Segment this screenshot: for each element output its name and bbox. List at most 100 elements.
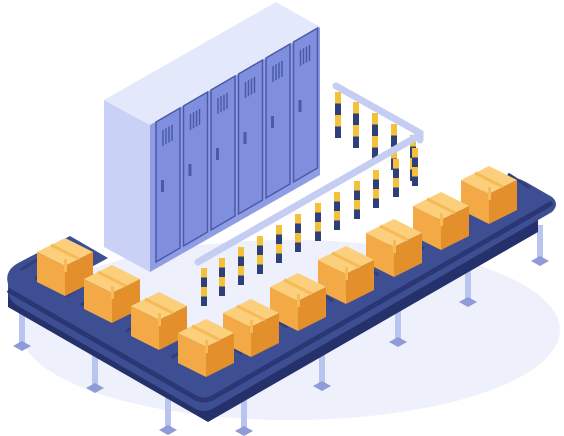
post-segment <box>219 277 225 287</box>
box-side-face <box>298 287 326 331</box>
box-front-face <box>178 333 206 377</box>
conveyor-leg <box>86 352 104 393</box>
cabinet-door <box>265 42 291 200</box>
post-segment <box>354 190 360 200</box>
post-segment <box>334 201 340 211</box>
post-segment <box>238 266 244 276</box>
leg-post <box>241 395 247 431</box>
post-segment <box>393 187 399 197</box>
conveyor-leg <box>159 394 177 435</box>
post-segment <box>372 124 378 136</box>
conveyor-legs <box>13 225 549 436</box>
post-segment <box>335 115 341 127</box>
leg-foot <box>389 337 407 347</box>
post-segment <box>201 287 207 297</box>
post-segment <box>257 245 263 255</box>
front-railing <box>194 131 424 266</box>
leg-post <box>465 266 471 302</box>
boxes <box>37 166 517 377</box>
leg-foot <box>86 383 104 393</box>
post-segment <box>353 136 359 148</box>
railing-post <box>334 192 340 230</box>
post-segment <box>354 181 360 191</box>
cabinet-door <box>210 74 236 232</box>
box-tape <box>50 243 80 261</box>
post-segment <box>391 124 397 136</box>
post-segment <box>393 159 399 169</box>
post-segment <box>353 125 359 137</box>
post-segment <box>276 225 282 235</box>
post-segment <box>393 168 399 178</box>
box-tape <box>236 304 266 322</box>
post-segment <box>315 212 321 222</box>
door-handle <box>243 132 247 144</box>
conveyor-leg <box>235 395 253 436</box>
cardboard-box <box>223 299 279 357</box>
post-segment <box>334 192 340 202</box>
post-segment <box>201 268 207 278</box>
cardboard-box <box>413 192 469 250</box>
post-segment <box>393 178 399 188</box>
leg-foot <box>159 425 177 435</box>
post-segment <box>201 296 207 306</box>
post-segment <box>353 113 359 125</box>
post-segment <box>372 113 378 125</box>
cabinet-side-face <box>104 100 150 272</box>
railing-post <box>393 159 399 197</box>
conveyor-leg <box>389 306 407 347</box>
leg-foot <box>13 341 31 351</box>
post-segment <box>335 103 341 115</box>
railing-post <box>353 102 359 148</box>
post-segment <box>412 167 418 177</box>
post-segment <box>354 209 360 219</box>
post-segment <box>353 102 359 114</box>
post-segment <box>391 135 397 147</box>
leg-post <box>537 225 543 261</box>
post-segment <box>201 277 207 287</box>
post-segment <box>238 256 244 266</box>
door-handle <box>298 100 302 112</box>
railing-post <box>257 236 263 274</box>
box-front-face <box>84 279 112 323</box>
post-segment <box>334 211 340 221</box>
railing-post <box>354 181 360 219</box>
leg-post <box>92 352 98 388</box>
box-front-face <box>131 306 159 350</box>
leg-foot <box>531 256 549 266</box>
cabinet-door <box>292 26 319 184</box>
box-side-face <box>346 260 374 304</box>
box-side-face <box>394 233 422 277</box>
server-cabinet <box>104 2 320 272</box>
post-segment <box>335 126 341 138</box>
box-tape <box>426 197 456 215</box>
cabinet-door <box>237 58 264 216</box>
post-segment <box>219 286 225 296</box>
post-segment <box>412 148 418 158</box>
conveyor-leg <box>13 310 31 351</box>
post-segment <box>372 147 378 159</box>
conveyor-leg <box>313 350 331 391</box>
belt-roller <box>507 172 531 190</box>
post-segment <box>276 244 282 254</box>
leg-post <box>319 350 325 386</box>
post-segment <box>276 253 282 263</box>
box-front-face <box>37 252 65 296</box>
post-segment <box>295 242 301 252</box>
box-tape <box>474 171 504 189</box>
box-side-face <box>489 180 517 224</box>
post-segment <box>295 223 301 233</box>
post-segment <box>238 275 244 285</box>
post-segment <box>354 200 360 210</box>
railing-post <box>373 170 379 208</box>
door-handle <box>161 180 164 192</box>
post-segment <box>315 222 321 232</box>
post-segment <box>257 236 263 246</box>
railing-post <box>276 225 282 263</box>
box-side-face <box>251 313 279 357</box>
leg-foot <box>459 297 477 307</box>
post-segment <box>373 179 379 189</box>
railing-post <box>238 247 244 285</box>
post-segment <box>372 136 378 148</box>
railing-post <box>372 113 378 159</box>
